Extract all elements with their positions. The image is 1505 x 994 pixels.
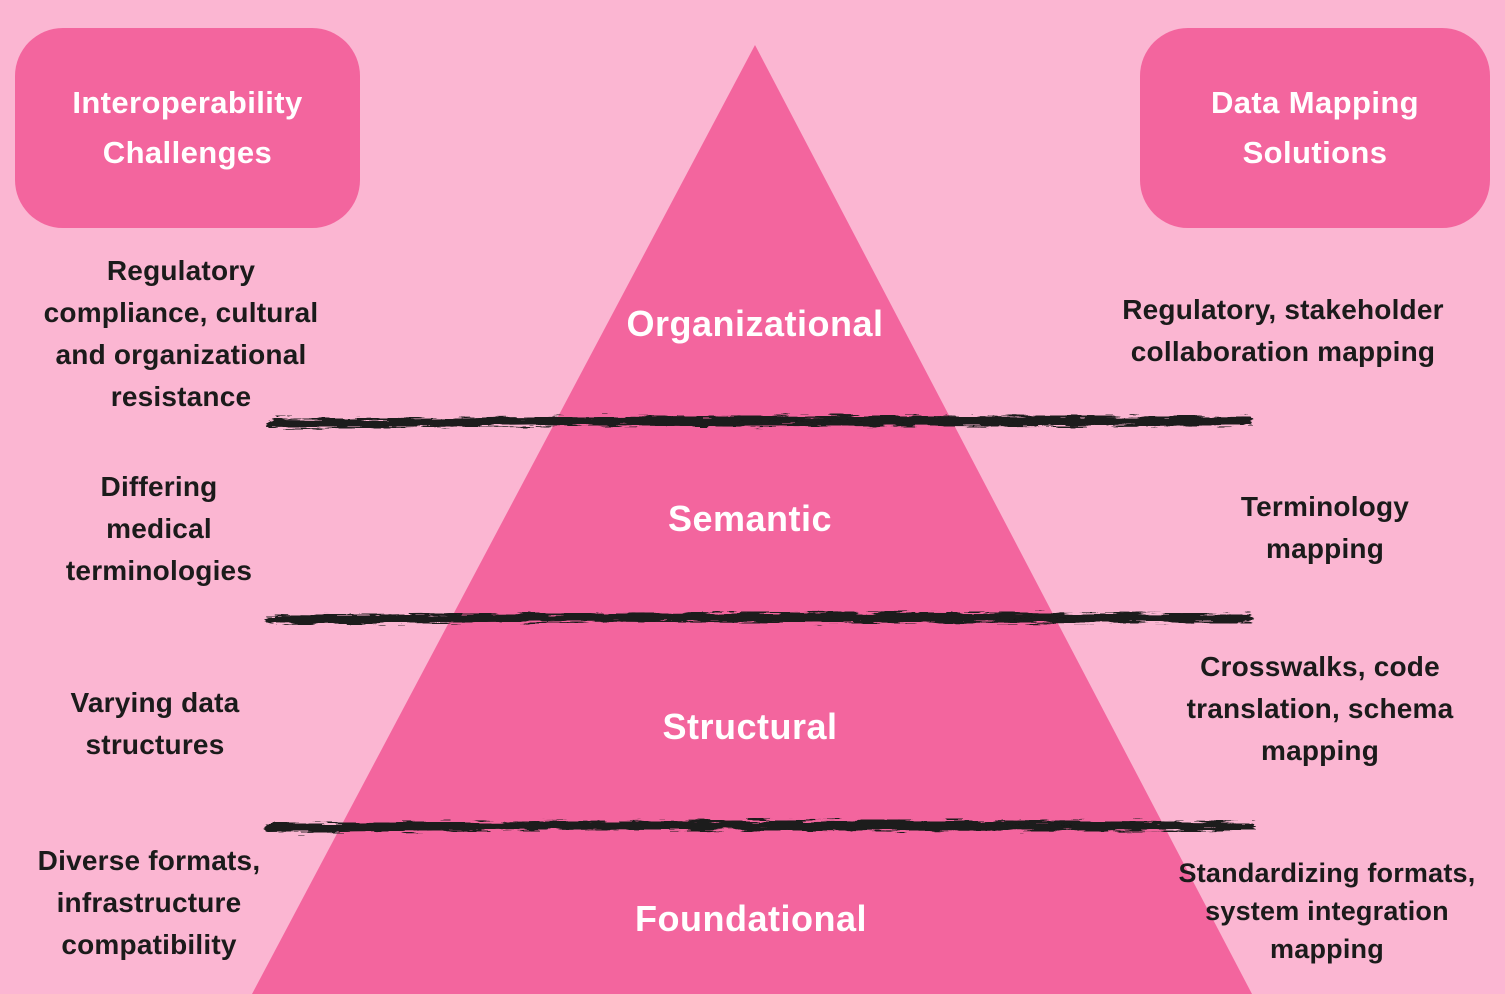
level-label-organizational: Organizational: [626, 303, 884, 344]
solution-item-structural: Crosswalks, code translation, schema map…: [1186, 651, 1454, 766]
solution-item-foundational: Standardizing formats, system integratio…: [1178, 858, 1476, 964]
solution-item-organizational: Regulatory, stakeholder collaboration ma…: [1122, 294, 1444, 367]
level-label-semantic: Semantic: [667, 498, 833, 539]
divider-line-1: [266, 415, 1253, 429]
solution-item-semantic: Terminology mapping: [1240, 491, 1410, 564]
challenge-item-semantic: Differing medical terminologies: [65, 471, 253, 586]
divider-line-2: [266, 612, 1253, 625]
level-label-structural: Structural: [662, 706, 838, 747]
challenges-header-label: Interoperability Challenges: [72, 85, 303, 170]
challenges-header-badge: Interoperability Challenges: [15, 28, 360, 228]
pyramid-shape: [252, 45, 1252, 994]
challenge-item-structural: Varying data structures: [70, 687, 240, 760]
level-label-foundational: Foundational: [635, 898, 867, 939]
challenge-item-organizational: Regulatory compliance, cultural and orga…: [43, 255, 319, 412]
solutions-header-label: Data Mapping Solutions: [1210, 85, 1420, 170]
divider-line-3: [264, 820, 1255, 833]
solutions-header-badge: Data Mapping Solutions: [1140, 28, 1490, 228]
challenge-item-foundational: Diverse formats, infrastructure compatib…: [37, 845, 261, 960]
